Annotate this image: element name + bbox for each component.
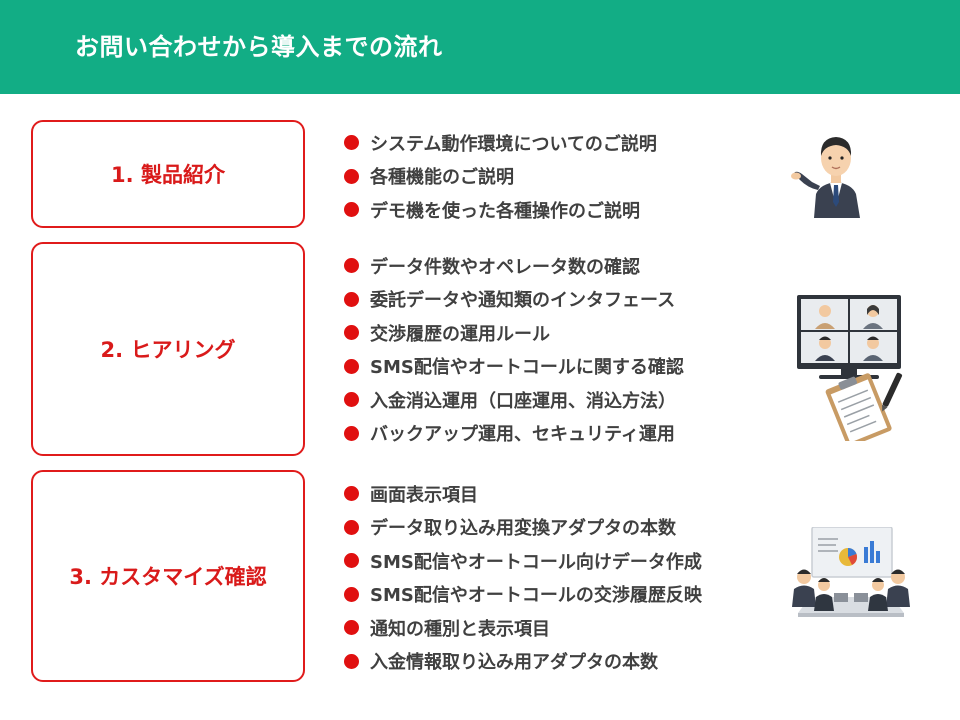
list-item: SMS配信やオートコールの交渉履歴反映 [344,578,702,612]
header-bar: お問い合わせから導入までの流れ [0,0,960,94]
list-item: SMS配信やオートコール向けデータ作成 [344,544,702,578]
bullet-dot-icon [344,392,359,408]
bullet-dot-icon [344,586,359,602]
list-item: 各種機能のご説明 [344,160,657,194]
step-3-item-list: 画面表示項目 データ取り込み用変換アダプタの本数 SMS配信やオートコール向けデ… [344,477,702,678]
bullet-dot-icon [344,425,359,441]
step-box-product-intro: 1. 製品紹介 [31,120,305,228]
bullet-dot-icon [344,325,359,341]
bullet-dot-icon [344,202,359,218]
list-item: データ件数やオペレータ数の確認 [344,249,684,283]
list-item: 入金情報取り込み用アダプタの本数 [344,645,702,679]
bullet-dot-icon [344,258,359,274]
bullet-dot-icon [344,135,359,151]
business-meeting-icon [792,527,910,617]
list-item: 通知の種別と表示項目 [344,611,702,645]
list-item: バックアップ運用、セキュリティ運用 [344,417,684,451]
bullet-dot-icon [344,358,359,374]
presenter-man-icon [791,137,860,218]
list-item: デモ機を使った各種操作のご説明 [344,193,657,227]
bullet-dot-icon [344,291,359,307]
list-item: 入金消込運用（口座運用、消込方法） [344,383,684,417]
page-title: お問い合わせから導入までの流れ [75,33,443,61]
step-label: 2. ヒアリング [100,338,236,362]
list-item: SMS配信やオートコールに関する確認 [344,350,684,384]
video-meeting-clipboard-icon [797,295,903,441]
step-label: 1. 製品紹介 [111,163,225,187]
list-item: 委託データや通知類のインタフェース [344,283,684,317]
bullet-dot-icon [344,519,359,535]
step-box-hearing: 2. ヒアリング [31,242,305,456]
step-label: 3. カスタマイズ確認 [69,565,267,589]
bullet-dot-icon [344,553,359,569]
list-item: データ取り込み用変換アダプタの本数 [344,511,702,545]
bullet-dot-icon [344,486,359,502]
step-2-item-list: データ件数やオペレータ数の確認 委託データや通知類のインタフェース 交渉履歴の運… [344,249,684,450]
list-item: システム動作環境についてのご説明 [344,126,657,160]
step-1-item-list: システム動作環境についてのご説明 各種機能のご説明 デモ機を使った各種操作のご説… [344,126,657,227]
step-box-customize-check: 3. カスタマイズ確認 [31,470,305,682]
list-item: 画面表示項目 [344,477,702,511]
bullet-dot-icon [344,620,359,636]
bullet-dot-icon [344,168,359,184]
list-item: 交渉履歴の運用ルール [344,316,684,350]
bullet-dot-icon [344,653,359,669]
